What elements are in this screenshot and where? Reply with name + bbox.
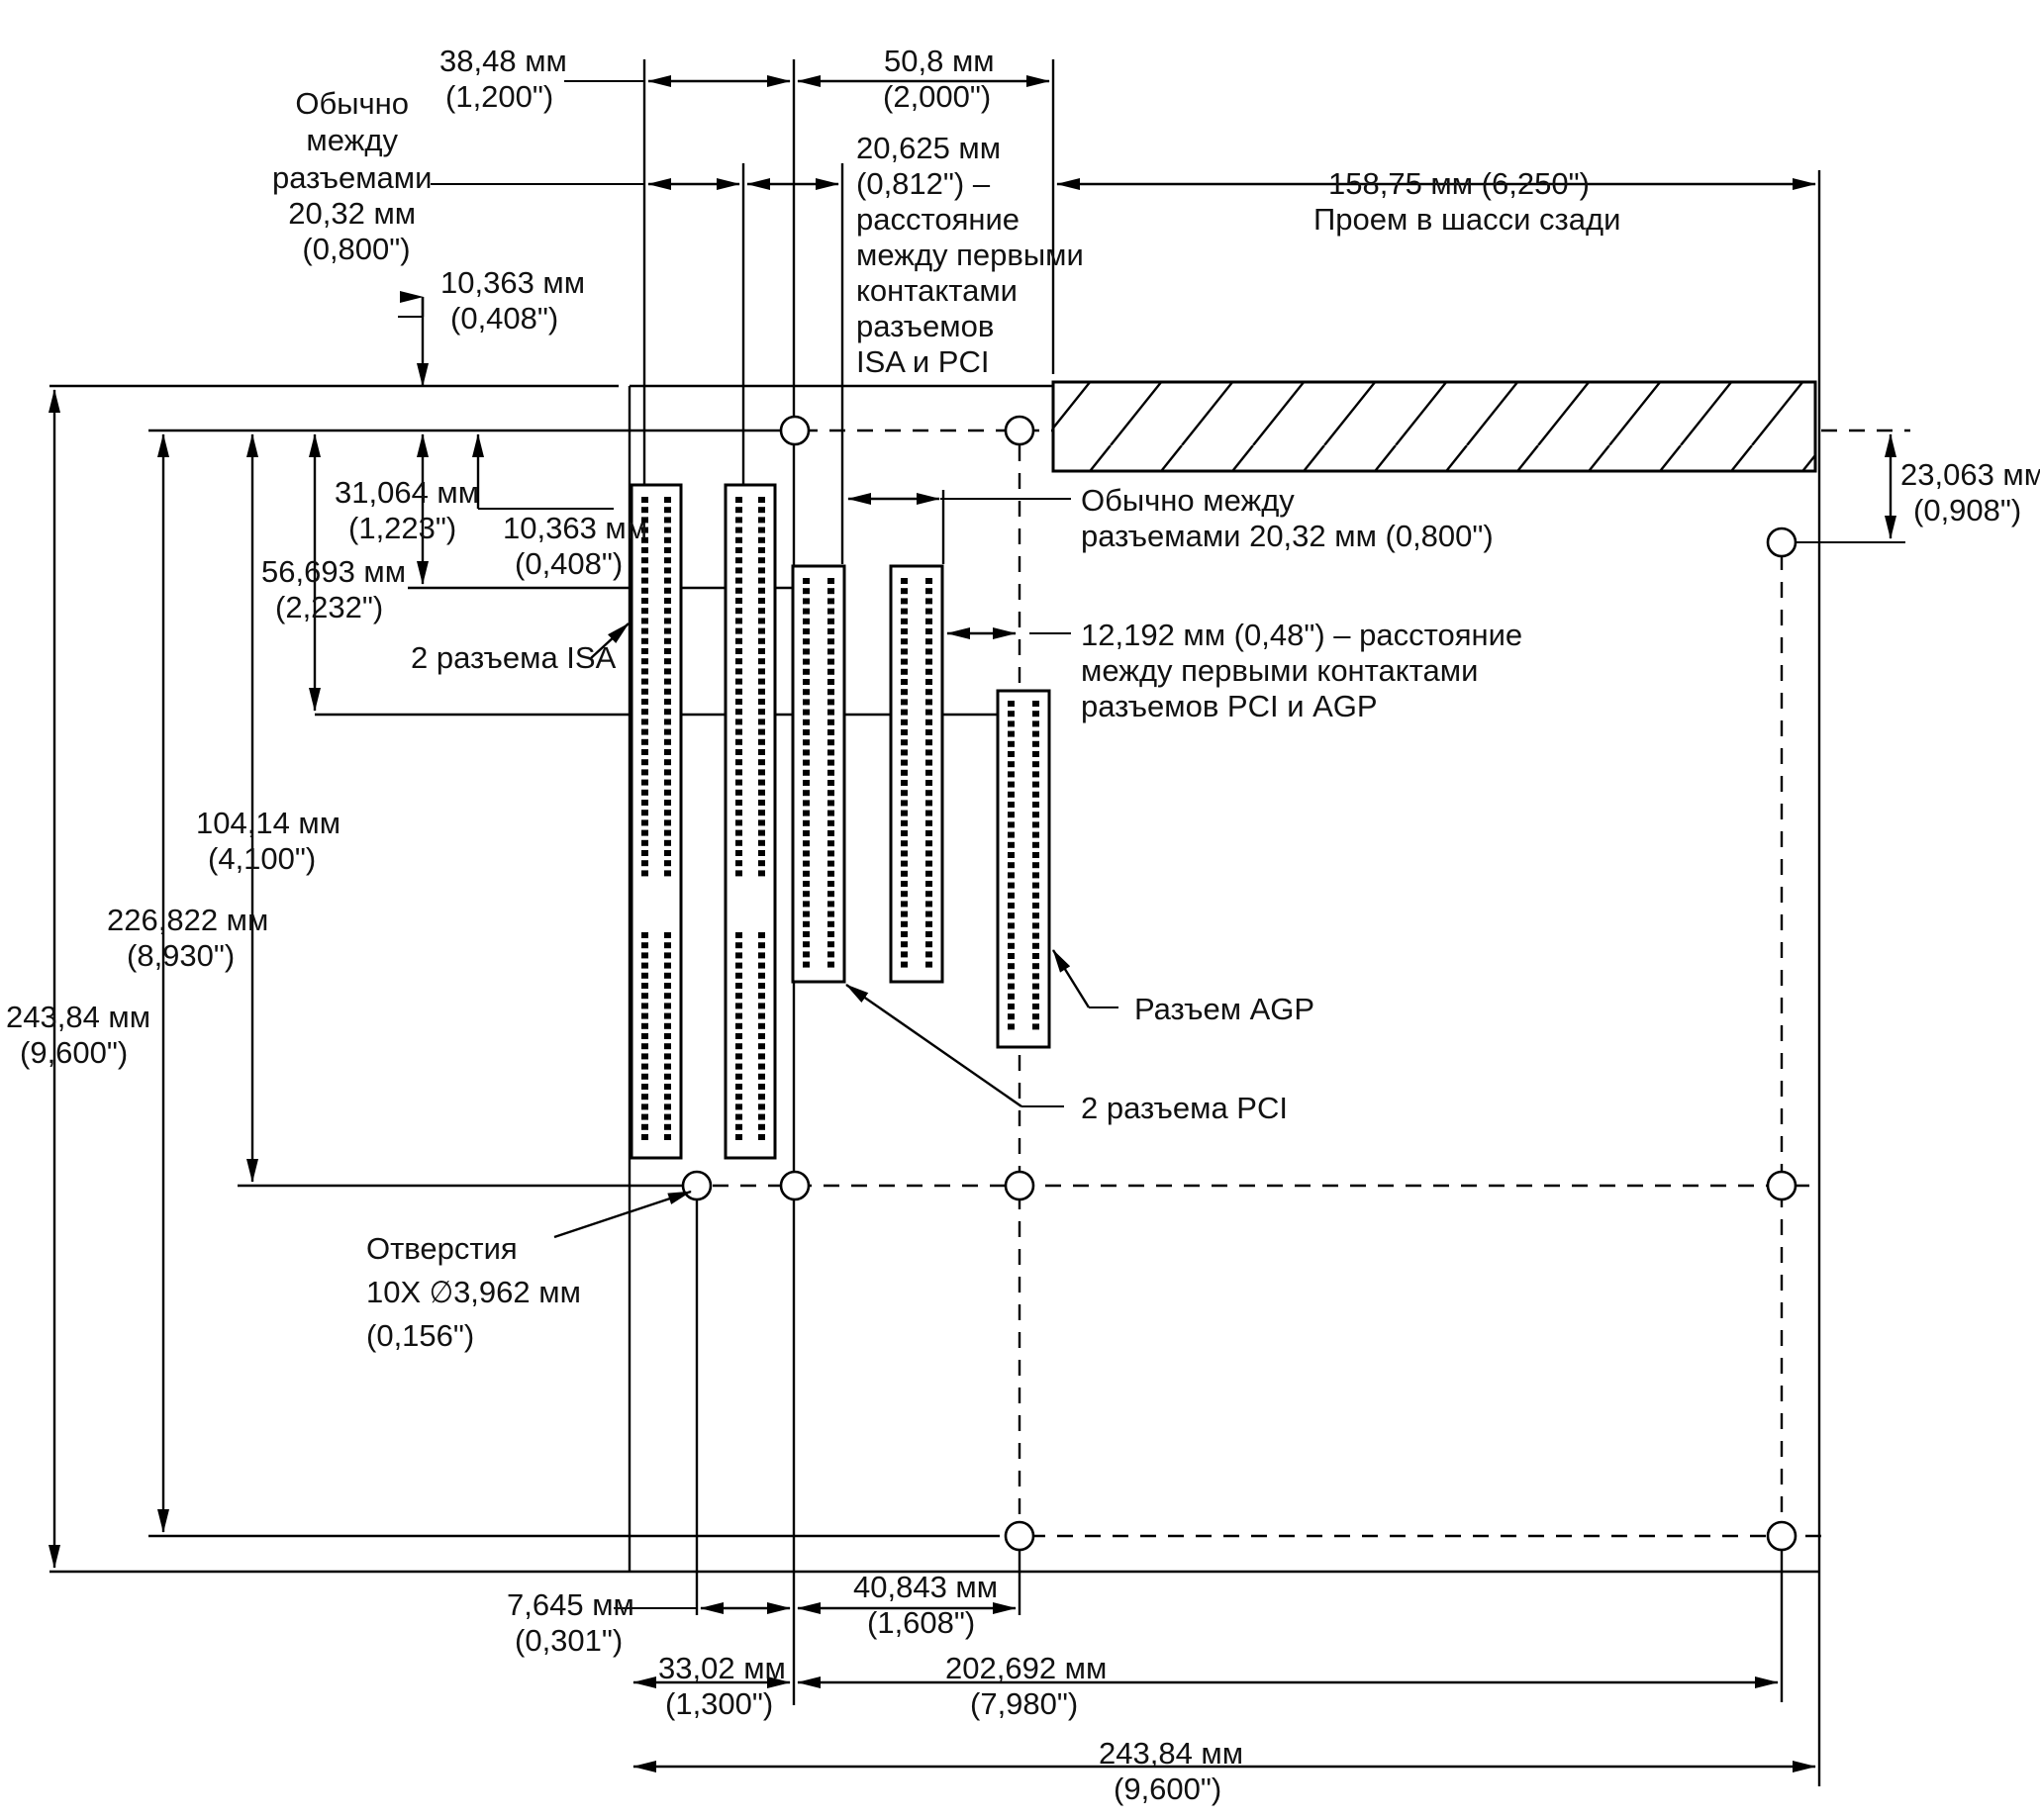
label-40843-in: (1,608") xyxy=(867,1605,975,1640)
mounting-hole xyxy=(1004,1170,1035,1201)
label-usual-pci: Обычно между разъемами 20,32 мм (0,800") xyxy=(1081,483,1494,553)
isa-slot-2 xyxy=(724,483,777,1160)
label-31064-in: (1,223") xyxy=(348,511,456,545)
label-38-in: (1,200") xyxy=(445,79,553,114)
label-rear-opening: Проем в шасси сзади xyxy=(1313,202,1620,237)
label-10363a-in: (0,408") xyxy=(450,301,558,335)
label-104-in: (4,100") xyxy=(208,841,316,876)
label-3302-mm: 33,02 мм xyxy=(658,1651,786,1685)
mounting-hole xyxy=(779,415,811,446)
label-23063-in: (0,908") xyxy=(1913,493,2021,527)
isa-slot-1 xyxy=(630,483,683,1160)
dimension-labels: 38,48 мм (1,200") 50,8 мм (2,000") Обычн… xyxy=(6,44,2040,1806)
board-outline xyxy=(49,170,1821,1786)
label-38-mm: 38,48 мм xyxy=(439,44,567,78)
mounting-holes xyxy=(681,415,1797,1552)
label-202-mm: 202,692 мм xyxy=(945,1651,1107,1685)
label-31064-mm: 31,064 мм xyxy=(335,475,479,510)
label-202-in: (7,980") xyxy=(970,1686,1078,1721)
label-agp-slot: Разъем AGP xyxy=(1134,992,1314,1026)
label-10363a-mm: 10,363 мм xyxy=(440,265,585,300)
label-7645-mm: 7,645 мм xyxy=(507,1587,634,1622)
mounting-hole xyxy=(681,1170,713,1201)
rear-chassis-opening xyxy=(1051,380,1817,473)
pci-slot-2 xyxy=(889,564,944,984)
mounting-hole xyxy=(1004,415,1035,446)
agp-slot xyxy=(996,689,1051,1049)
label-pci-slots: 2 разъема PCI xyxy=(1081,1091,1288,1125)
connector-slots xyxy=(630,483,1051,1160)
label-50-in: (2,000") xyxy=(883,79,991,114)
label-243h-in: (9,600") xyxy=(1114,1772,1221,1806)
label-50-mm: 50,8 мм xyxy=(884,44,995,78)
mounting-hole xyxy=(1766,1170,1797,1201)
dimension-arrows xyxy=(49,75,1896,1772)
label-40843-mm: 40,843 мм xyxy=(853,1570,998,1604)
label-holes: Отверстия 10X ∅3,962 мм (0,156") xyxy=(366,1231,590,1353)
label-158-mm: 158,75 мм (6,250") xyxy=(1328,166,1590,201)
label-104-mm: 104,14 мм xyxy=(196,806,340,840)
label-226-mm: 226,822 мм xyxy=(107,903,268,937)
label-56693-in: (2,232") xyxy=(275,590,383,624)
label-pci-agp-distance: 12,192 мм (0,48") – расстояние между пер… xyxy=(1081,618,1531,723)
label-isa-slots: 2 разъема ISA xyxy=(411,640,617,675)
label-isa-pci-distance: 20,625 мм (0,812") – расстояние между пе… xyxy=(856,131,1092,379)
label-3302-in: (1,300") xyxy=(665,1686,773,1721)
mounting-hole xyxy=(1766,527,1797,558)
label-243v-in: (9,600") xyxy=(20,1035,128,1070)
mounting-hole xyxy=(1004,1520,1035,1552)
label-23063-mm: 23,063 мм xyxy=(1900,457,2040,492)
label-56693-mm: 56,693 мм xyxy=(261,554,406,589)
label-226-in: (8,930") xyxy=(127,938,235,973)
label-usual-slots: Обычно между разъемами 20,32 мм (0,800") xyxy=(272,86,440,266)
label-10363b-in: (0,408") xyxy=(515,546,623,581)
label-243v-mm: 243,84 мм xyxy=(6,1000,150,1034)
label-10363b-mm: 10,363 мм xyxy=(503,511,647,545)
label-7645-in: (0,301") xyxy=(515,1623,623,1658)
pci-slot-1 xyxy=(791,564,846,984)
mounting-hole xyxy=(779,1170,811,1201)
mounting-hole xyxy=(1766,1520,1797,1552)
label-243h-mm: 243,84 мм xyxy=(1099,1736,1243,1771)
